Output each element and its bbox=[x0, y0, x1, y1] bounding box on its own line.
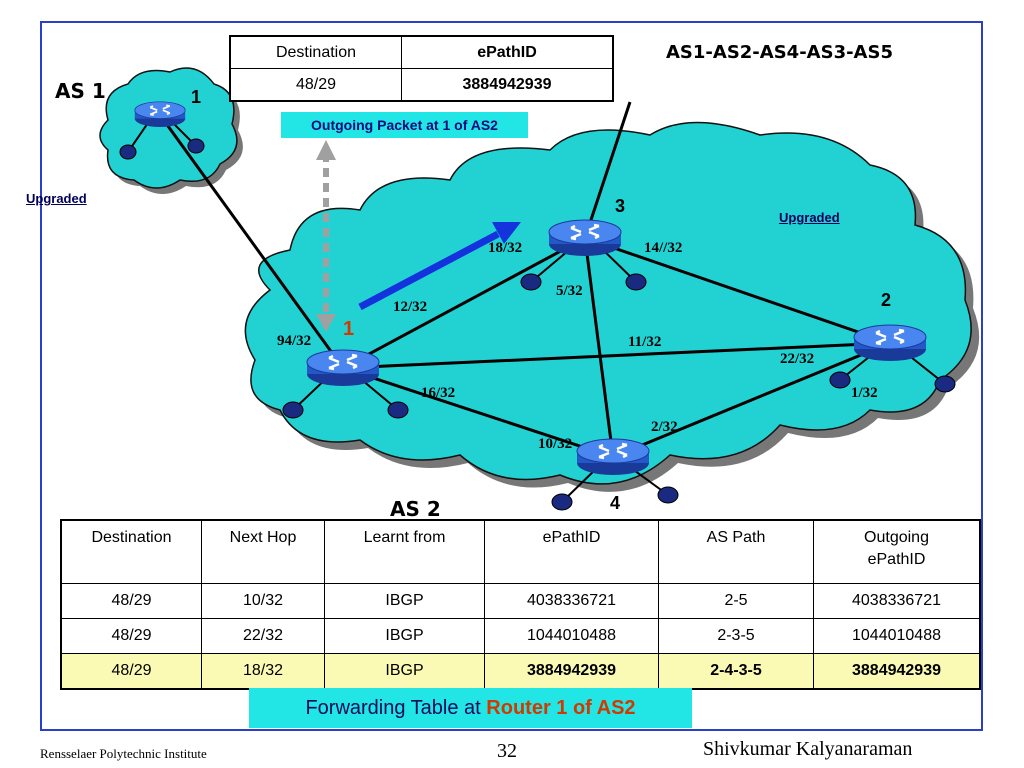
link-label-5: 5/32 bbox=[556, 283, 583, 299]
cell: 1044010488 bbox=[484, 618, 659, 654]
router-number-2: 2 bbox=[881, 290, 892, 310]
footer-author: Shivkumar Kalyanaraman bbox=[703, 738, 913, 760]
cell: 4038336721 bbox=[813, 583, 981, 619]
table-row-highlighted: 48/29 18/32 IBGP 3884942939 2-4-3-5 3884… bbox=[60, 653, 981, 690]
router-4 bbox=[575, 437, 651, 477]
link-label-10: 10/32 bbox=[538, 436, 573, 452]
as1-label: AS 1 bbox=[55, 79, 106, 103]
link-label-22: 22/32 bbox=[780, 351, 815, 367]
link-label-12: 12/32 bbox=[393, 299, 428, 315]
cell: 3884942939 bbox=[813, 653, 981, 690]
footer-page-number: 32 bbox=[497, 740, 517, 762]
router-2 bbox=[852, 323, 928, 363]
router-3 bbox=[547, 218, 623, 258]
cell: IBGP bbox=[324, 618, 485, 654]
cell: 48/29 bbox=[60, 583, 202, 619]
cell: 4038336721 bbox=[484, 583, 659, 619]
router-number-4: 4 bbox=[610, 493, 621, 513]
router-number-3: 3 bbox=[615, 196, 626, 216]
router-1 bbox=[305, 348, 381, 388]
cell: 3884942939 bbox=[484, 653, 659, 690]
as-path-title: AS1-AS2-AS4-AS3-AS5 bbox=[666, 42, 893, 63]
router-as1 bbox=[133, 100, 187, 128]
link-r1-r4 bbox=[342, 366, 614, 459]
cell: 1044010488 bbox=[813, 618, 981, 654]
router-number-as1: 1 bbox=[191, 87, 202, 107]
col-learnt-from: Learnt from bbox=[324, 519, 485, 584]
packet-epathid-value: 3884942939 bbox=[401, 68, 614, 102]
router-number-1: 1 bbox=[343, 318, 355, 340]
cell: 10/32 bbox=[201, 583, 325, 619]
forwarding-caption: Forwarding Table at Router 1 of AS2 bbox=[249, 688, 692, 728]
link-r4-r2 bbox=[612, 341, 891, 459]
link-label-18: 18/32 bbox=[488, 240, 523, 256]
table-row: 48/29 22/32 IBGP 1044010488 2-3-5 104401… bbox=[60, 618, 981, 654]
slide-frame bbox=[40, 21, 983, 731]
cell: 22/32 bbox=[201, 618, 325, 654]
cell: 2-5 bbox=[658, 583, 814, 619]
cell: 18/32 bbox=[201, 653, 325, 690]
link-label-94: 94/32 bbox=[277, 333, 312, 349]
upgraded-right-label: Upgraded bbox=[779, 210, 840, 225]
table-row: 48/29 10/32 IBGP 4038336721 2-5 40383367… bbox=[60, 583, 981, 619]
link-label-16: 16/32 bbox=[421, 385, 456, 401]
col-epathid: ePathID bbox=[484, 519, 659, 584]
link-r3-as5 bbox=[583, 101, 632, 239]
cell: IBGP bbox=[324, 583, 485, 619]
link-label-1: 1/32 bbox=[851, 385, 878, 401]
cell: 2-4-3-5 bbox=[658, 653, 814, 690]
cell: 48/29 bbox=[60, 653, 202, 690]
col-outgoing-epathid: Outgoing ePathID bbox=[813, 519, 981, 584]
col-destination: Destination bbox=[60, 519, 202, 584]
link-label-14: 14//32 bbox=[644, 240, 683, 256]
link-label-11: 11/32 bbox=[628, 334, 662, 350]
link-r1-r3 bbox=[342, 236, 586, 370]
as2-label: AS 2 bbox=[390, 497, 441, 521]
cell: 2-3-5 bbox=[658, 618, 814, 654]
packet-destination-value: 48/29 bbox=[229, 68, 402, 102]
forwarding-caption-prefix: Forwarding Table at bbox=[305, 697, 487, 719]
packet-header-destination: Destination bbox=[229, 35, 402, 69]
link-r1-r2 bbox=[342, 341, 891, 370]
link-r3-r4 bbox=[583, 237, 615, 458]
packet-header-table: Destination ePathID 48/29 3884942939 bbox=[229, 35, 614, 102]
forwarding-table: Destination Next Hop Learnt from ePathID… bbox=[60, 519, 981, 690]
forwarding-caption-router: Router 1 of AS2 bbox=[486, 697, 636, 719]
link-as1-r1 bbox=[158, 114, 345, 369]
outgoing-packet-caption: Outgoing Packet at 1 of AS2 bbox=[281, 112, 528, 138]
as2-cloud bbox=[244, 121, 980, 492]
footer-institute: Rensselaer Polytechnic Institute bbox=[40, 746, 207, 761]
link-r3-r2 bbox=[584, 236, 891, 345]
col-next-hop: Next Hop bbox=[201, 519, 325, 584]
hosts bbox=[119, 138, 956, 511]
col-as-path: AS Path bbox=[658, 519, 814, 584]
upgraded-left-label: Upgraded bbox=[26, 191, 87, 206]
link-label-2: 2/32 bbox=[651, 419, 678, 435]
packet-header-epathid: ePathID bbox=[401, 35, 614, 69]
forwarding-arrow bbox=[358, 222, 521, 311]
cell: 48/29 bbox=[60, 618, 202, 654]
packet-arrow bbox=[316, 140, 336, 332]
links bbox=[158, 101, 891, 459]
cell: IBGP bbox=[324, 653, 485, 690]
